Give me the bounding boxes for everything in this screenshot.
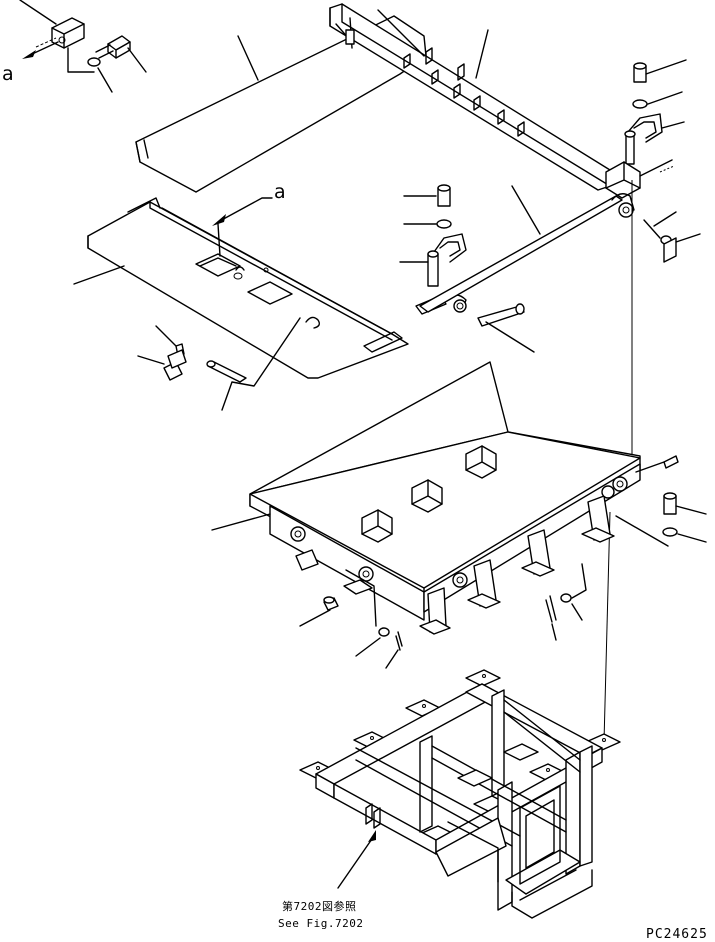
deck-pivot xyxy=(290,476,628,588)
rear-rail-plate xyxy=(419,185,701,353)
arrow-icon xyxy=(368,830,376,842)
reference-japanese: 第7202図参照 xyxy=(282,899,357,913)
leader-line xyxy=(475,29,489,79)
leader-line xyxy=(237,35,259,81)
small-bracket xyxy=(51,17,85,49)
arrow-icon xyxy=(212,214,226,226)
drawing-code: PC24625 xyxy=(646,927,708,942)
floor-opening xyxy=(195,253,241,277)
arrow-icon xyxy=(22,50,36,59)
floor-clip xyxy=(305,316,321,329)
reference-english: See Fig.7202 xyxy=(278,917,363,930)
alignment-line xyxy=(603,511,611,743)
rear-frame-bar xyxy=(329,3,611,191)
right-fasteners-top xyxy=(605,59,687,199)
leader-line xyxy=(211,513,271,531)
leader-line xyxy=(337,835,375,889)
top-left-bracket-assembly: a xyxy=(2,0,147,93)
leader-line xyxy=(19,0,57,25)
floor-opening xyxy=(247,281,293,305)
leader-line xyxy=(73,265,125,285)
lower-fasteners xyxy=(299,563,587,669)
washer xyxy=(87,57,101,67)
bolt xyxy=(95,35,131,59)
floor-plate xyxy=(73,197,409,379)
sub-frame xyxy=(299,669,621,919)
left-middle-fasteners xyxy=(137,317,301,411)
view-label-a-middle: a xyxy=(274,181,286,203)
view-arrow-a-middle: a xyxy=(212,181,286,257)
leader-line xyxy=(511,185,541,235)
main-deck xyxy=(211,361,707,635)
view-label-a-top: a xyxy=(2,63,14,85)
